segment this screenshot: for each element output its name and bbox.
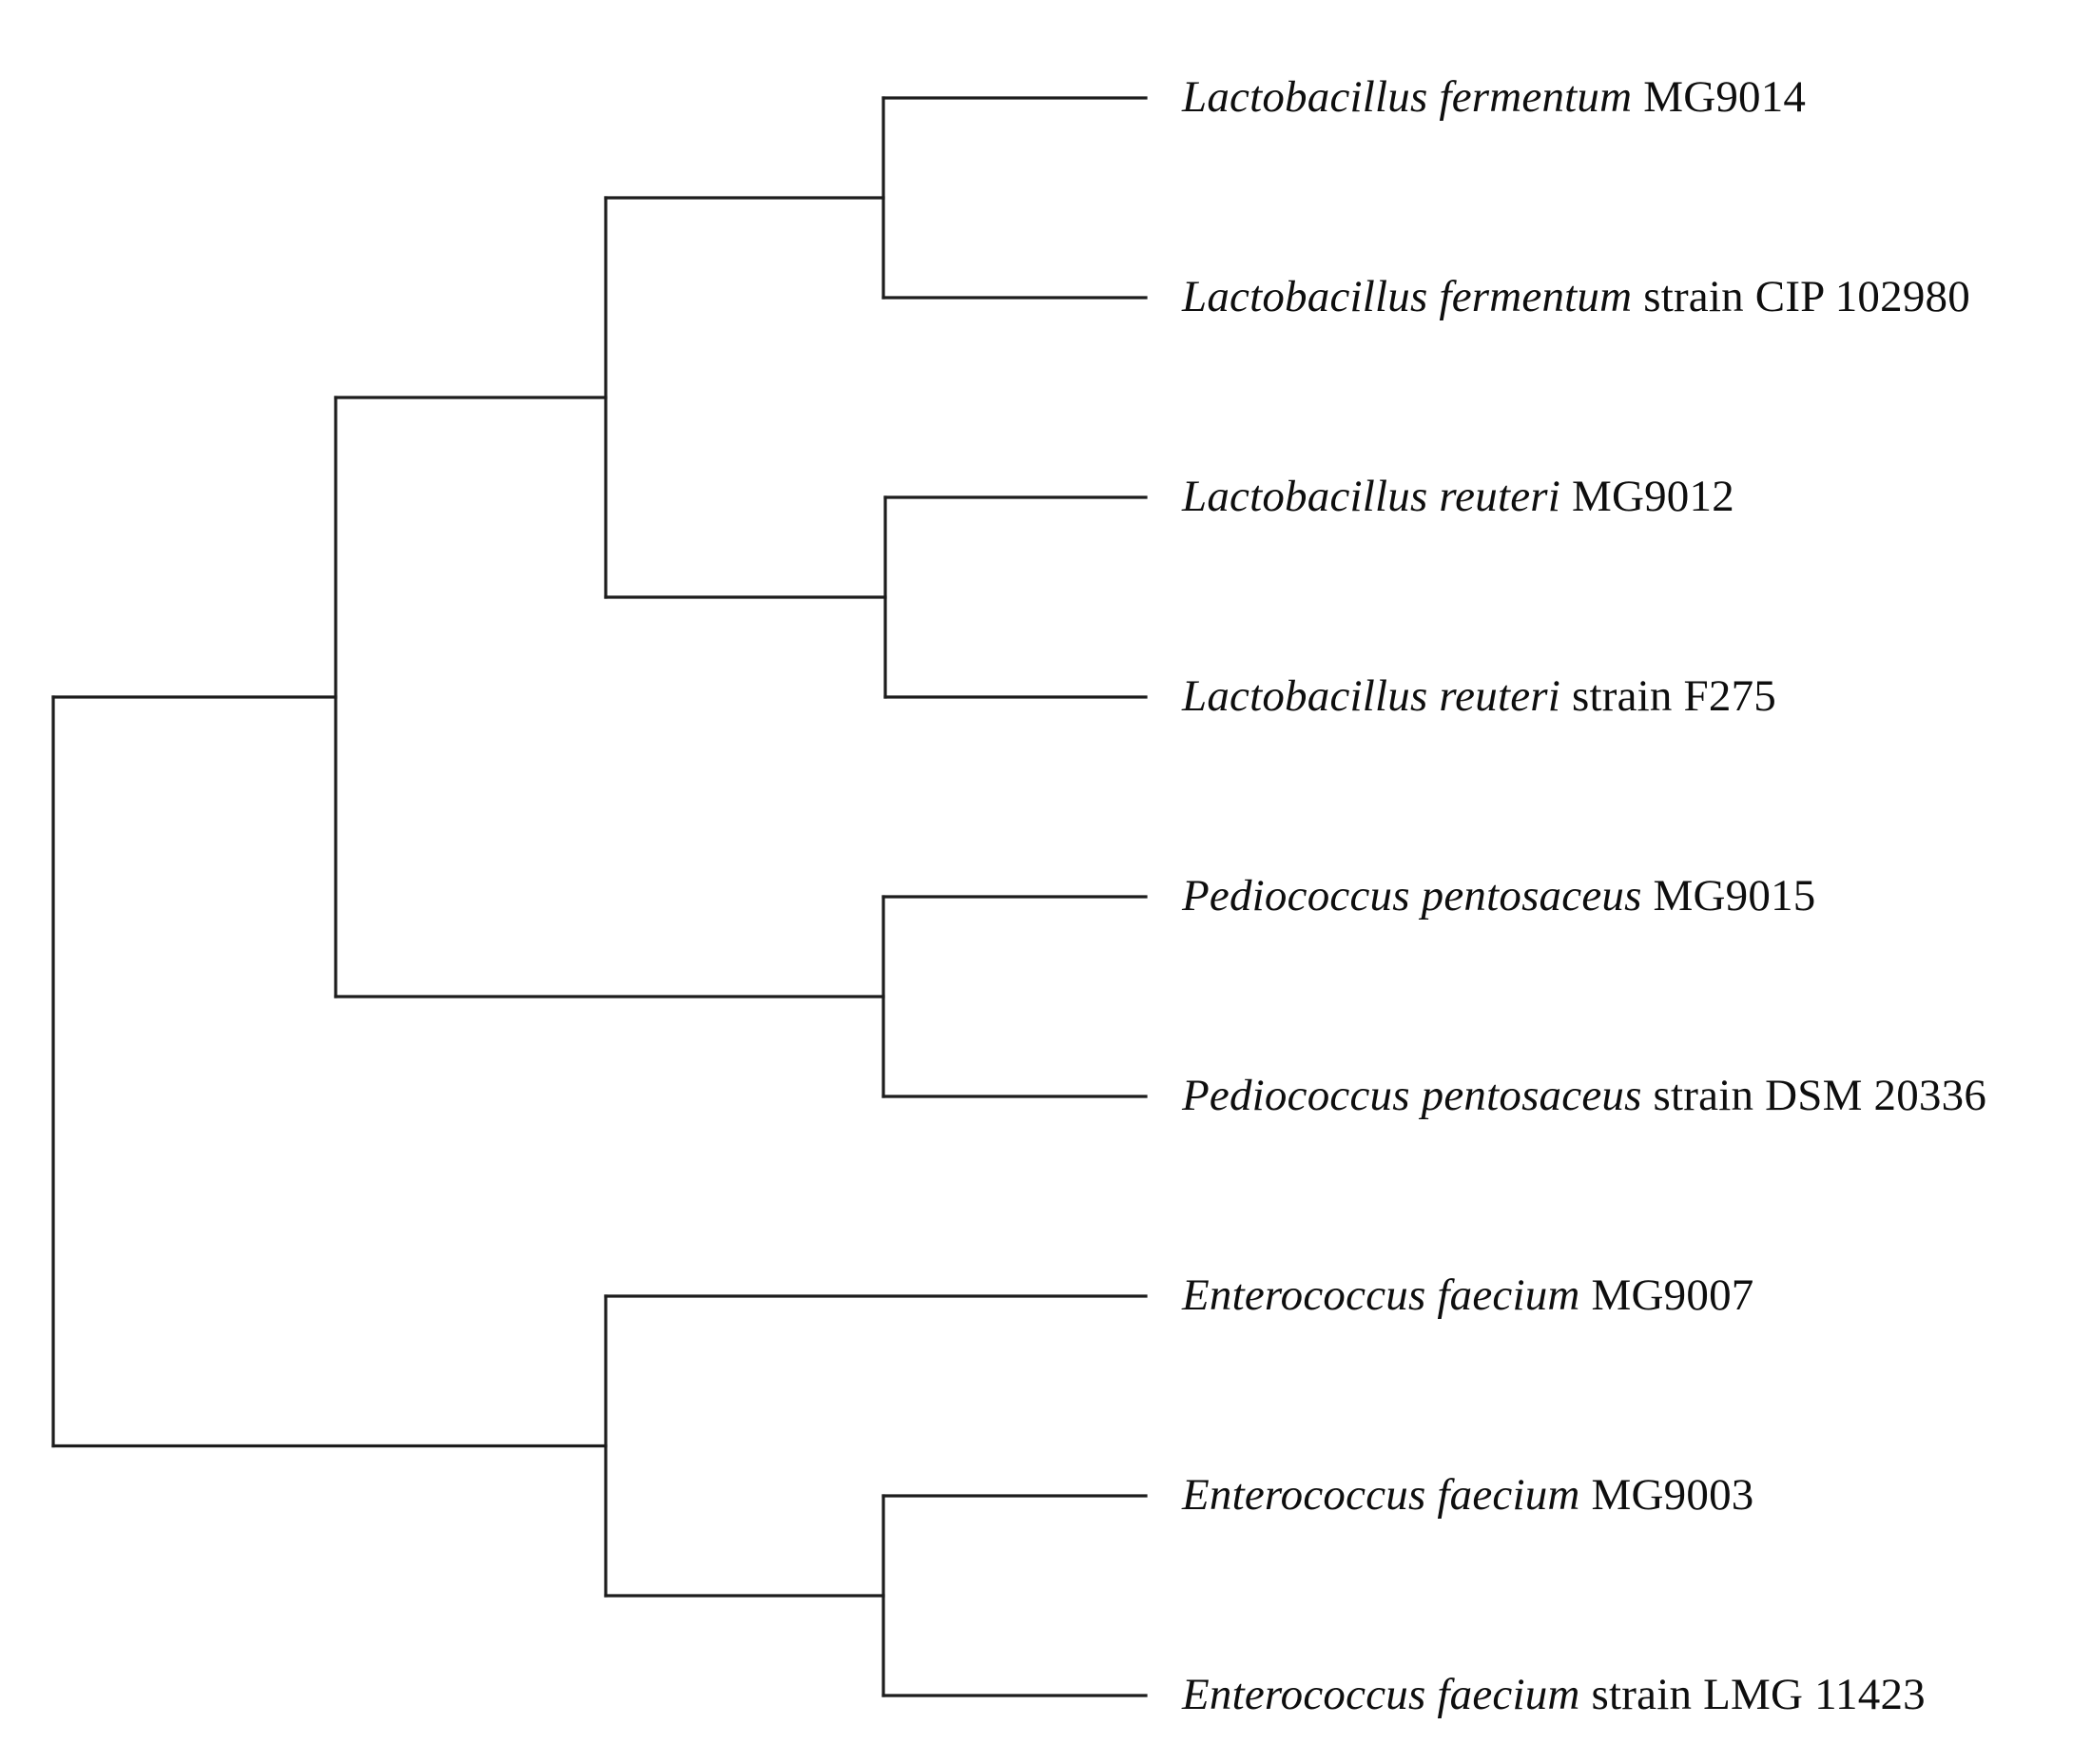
species-name: Lactobacillus reuteri [1182, 471, 1561, 521]
taxon-label-pediococcus-pentosaceus-mg9015: Pediococcus pentosaceus MG9015 [1182, 870, 1815, 921]
taxon-label-enterococcus-faecium-mg9007: Enterococcus faecium MG9007 [1182, 1270, 1753, 1321]
species-name: Enterococcus faecium [1182, 1669, 1580, 1719]
species-name: Lactobacillus fermentum [1182, 271, 1633, 321]
taxon-label-enterococcus-faecium-mg9003: Enterococcus faecium MG9003 [1182, 1469, 1753, 1521]
species-name: Enterococcus faecium [1182, 1270, 1580, 1320]
strain-name: MG9012 [1571, 471, 1734, 521]
species-name: Lactobacillus fermentum [1182, 71, 1633, 122]
species-name: Pediococcus pentosaceus [1182, 870, 1642, 921]
strain-name: MG9014 [1643, 71, 1807, 122]
taxon-label-lactobacillus-fermentum-cip-102980: Lactobacillus fermentum strain CIP 10298… [1182, 271, 1970, 322]
taxon-label-lactobacillus-reuteri-mg9012: Lactobacillus reuteri MG9012 [1182, 471, 1734, 522]
strain-name: strain LMG 11423 [1591, 1669, 1926, 1719]
strain-name: strain DSM 20336 [1653, 1070, 1987, 1120]
taxon-label-pediococcus-pentosaceus-dsm-20336: Pediococcus pentosaceus strain DSM 20336 [1182, 1070, 1986, 1121]
strain-name: MG9007 [1591, 1270, 1754, 1320]
strain-name: MG9003 [1591, 1469, 1754, 1520]
strain-name: MG9015 [1653, 870, 1816, 921]
taxon-label-lactobacillus-reuteri-f275: Lactobacillus reuteri strain F275 [1182, 670, 1776, 722]
species-name: Pediococcus pentosaceus [1182, 1070, 1642, 1120]
species-name: Lactobacillus reuteri [1182, 670, 1561, 721]
strain-name: strain CIP 102980 [1643, 271, 1970, 321]
strain-name: strain F275 [1571, 670, 1776, 721]
taxon-label-enterococcus-faecium-lmg-11423: Enterococcus faecium strain LMG 11423 [1182, 1669, 1926, 1720]
species-name: Enterococcus faecium [1182, 1469, 1580, 1520]
taxon-label-lactobacillus-fermentum-mg9014: Lactobacillus fermentum MG9014 [1182, 71, 1806, 123]
